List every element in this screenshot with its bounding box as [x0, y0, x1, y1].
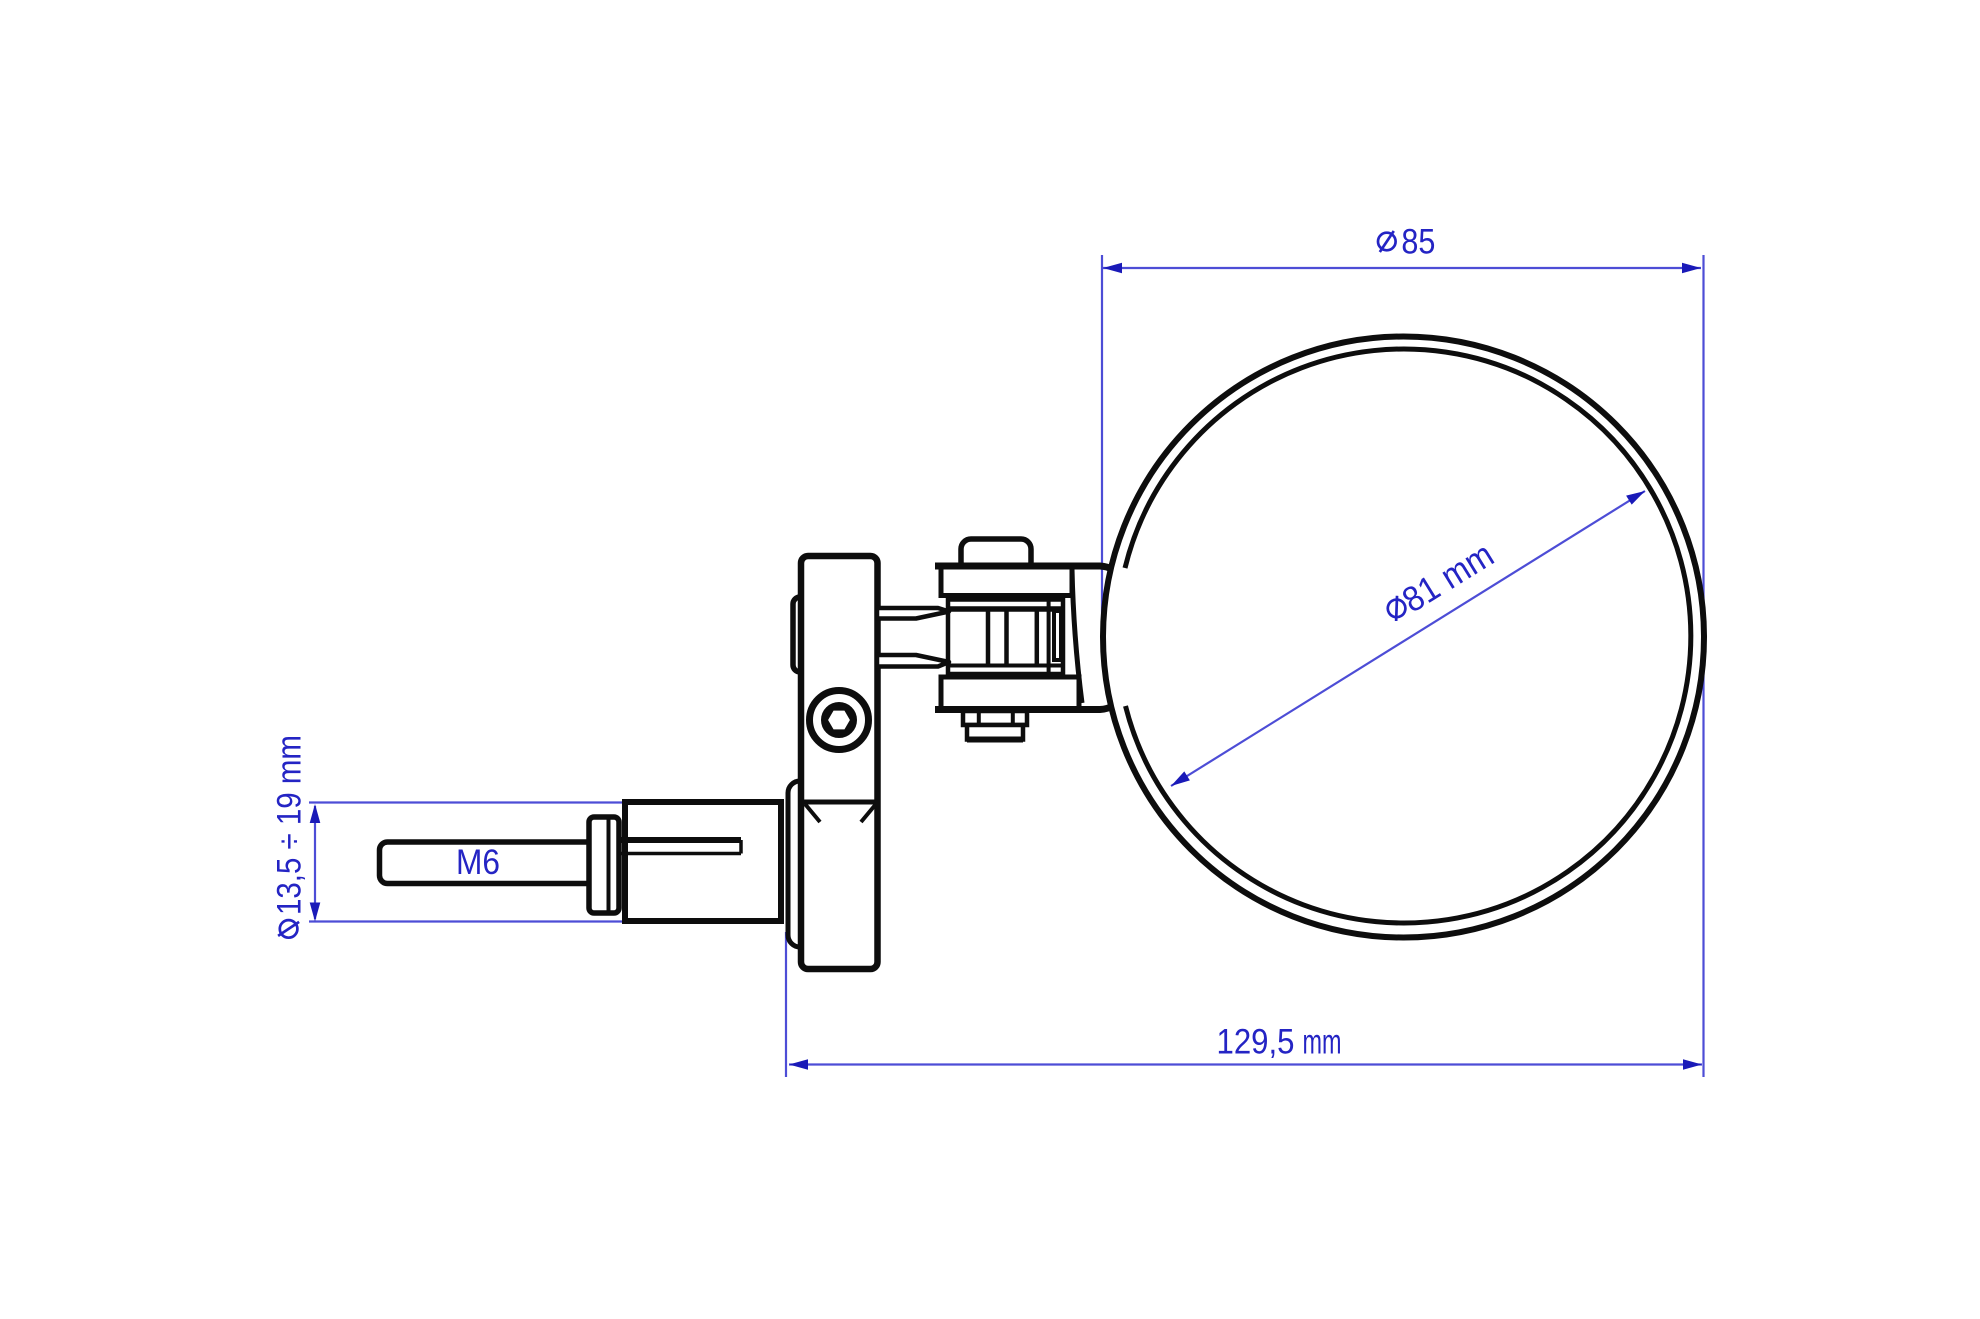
svg-text:85: 85: [1401, 222, 1435, 262]
svg-text:mm: mm: [1303, 1022, 1342, 1062]
svg-text:129,5: 129,5: [1217, 1022, 1295, 1062]
svg-text:M6: M6: [456, 842, 500, 882]
svg-text:13,5 ÷ 19 mm: 13,5 ÷ 19 mm: [271, 735, 309, 915]
